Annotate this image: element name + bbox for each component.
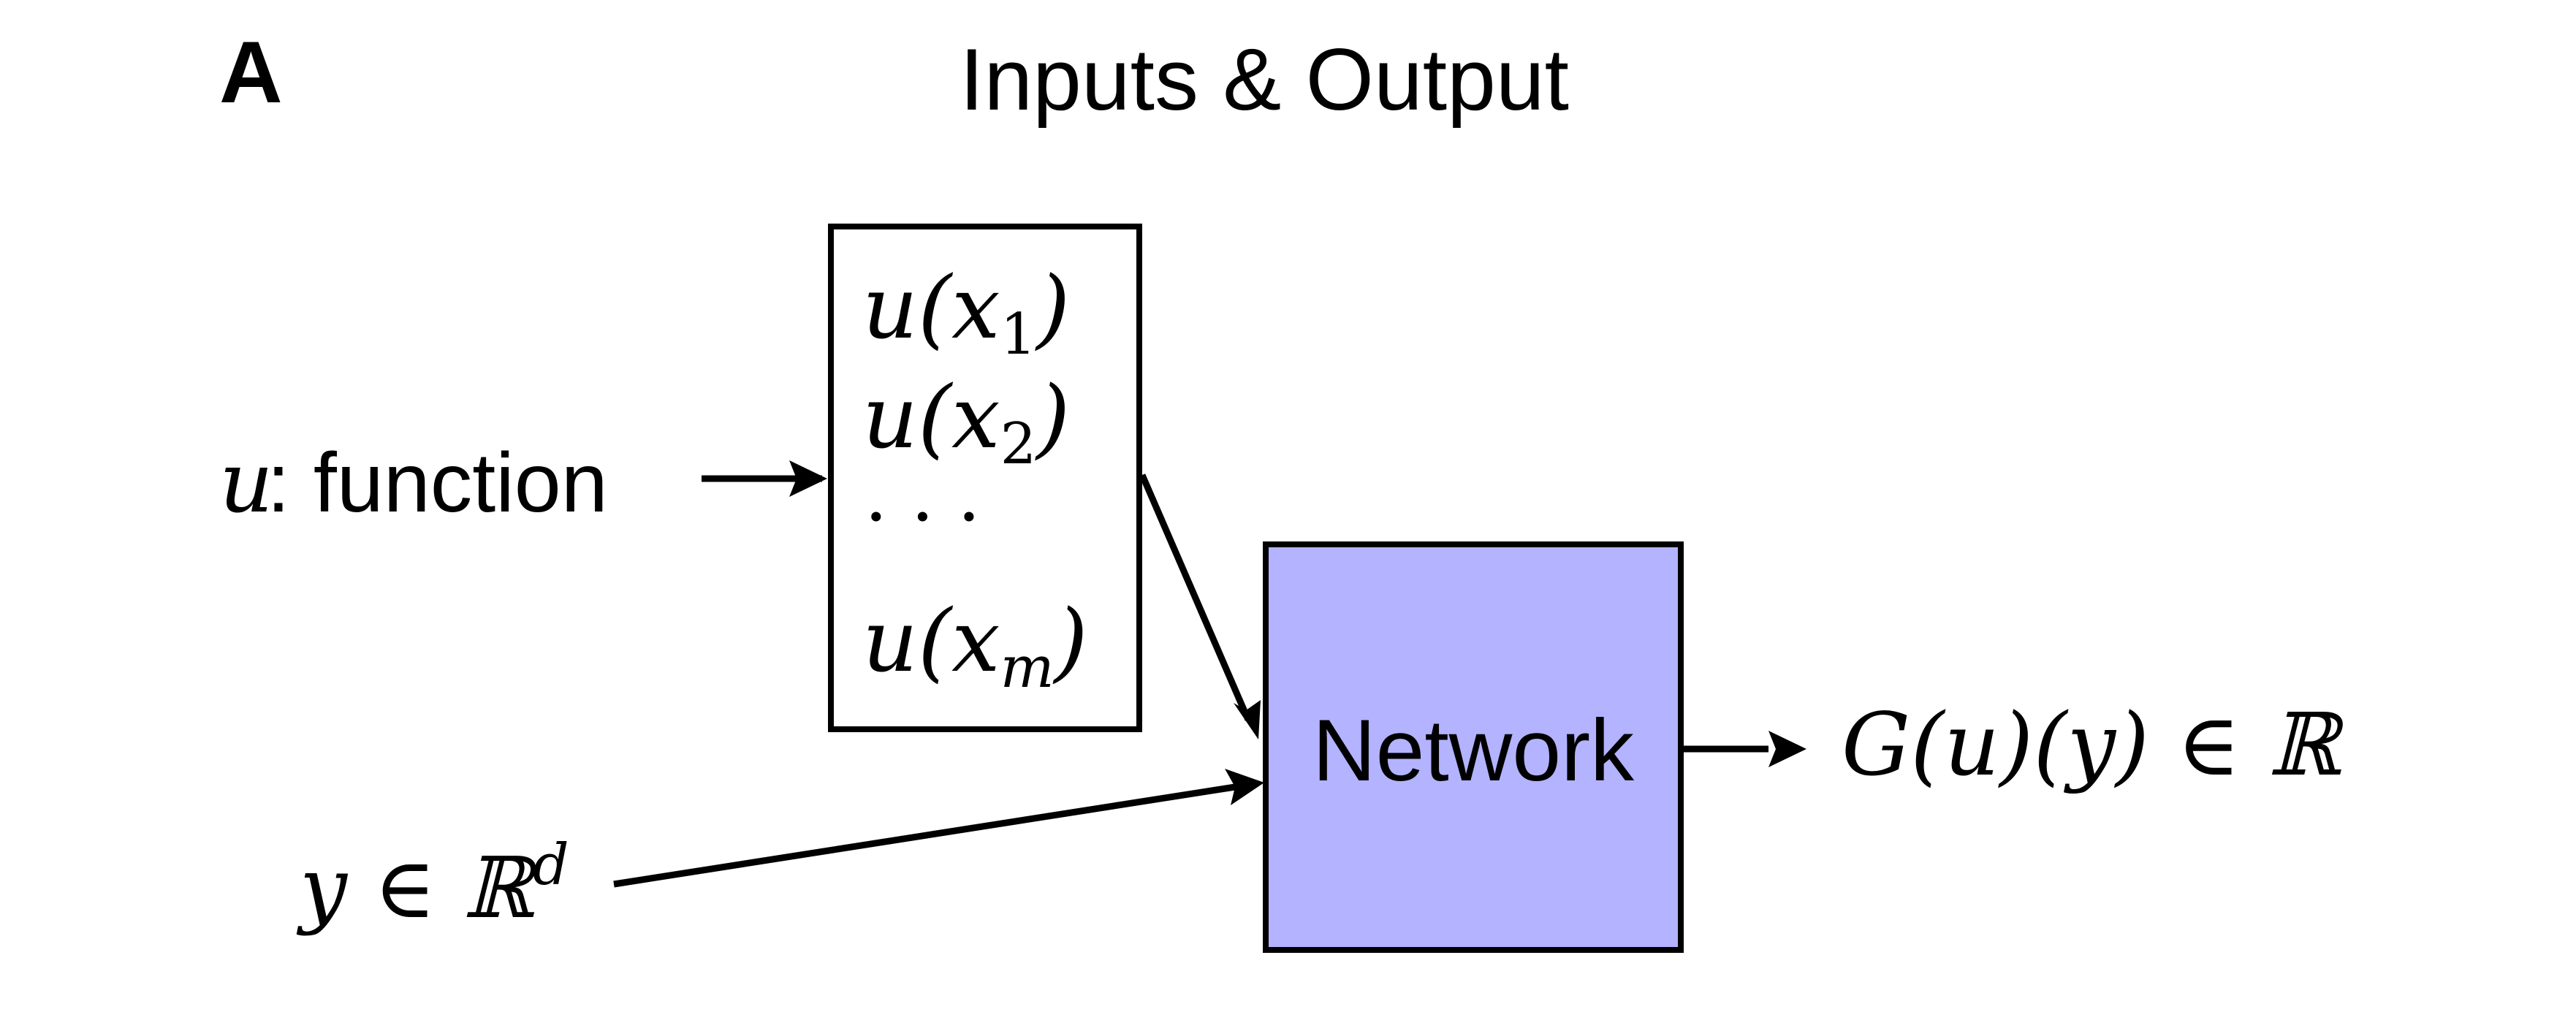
sample-m-sub: m [1000, 635, 1055, 701]
sensor-ellipsis: · · · [865, 474, 981, 560]
sample-2-sub: 2 [1000, 411, 1037, 477]
sensor-sample-m: u(xm) [862, 590, 1088, 701]
sample-1-close: ) [1034, 257, 1070, 358]
arrowhead-sensors [1234, 700, 1261, 739]
sample-1-base: u(x [862, 257, 1000, 358]
sample-m-base: u(x [862, 590, 1000, 691]
sample-2-base: u(x [862, 367, 1000, 468]
svg-text:u(x2): u(x2) [862, 367, 1070, 477]
svg-text:y ∈ ℝd: y ∈ ℝd [296, 832, 569, 938]
function-symbol: u [219, 434, 273, 532]
network-box [1263, 541, 1684, 953]
location-input-label: y ∈ ℝd [296, 832, 569, 938]
arrow-sensors-to-network [1139, 474, 1252, 721]
function-input-label: u : function [219, 434, 608, 532]
arrowhead-location [1225, 769, 1264, 805]
location-text: y ∈ ℝ [296, 840, 537, 938]
sensor-box [828, 224, 1142, 732]
arrow-location-to-network [613, 783, 1236, 888]
sensor-sample-1: u(x1) [862, 257, 1070, 368]
sample-1-sub: 1 [1000, 302, 1037, 368]
sample-2-close: ) [1034, 367, 1070, 468]
sample-m-close: ) [1052, 590, 1088, 691]
svg-text:u(xm): u(xm) [862, 590, 1088, 701]
sensor-sample-2: u(x2) [862, 367, 1070, 477]
diagram-title: Inputs & Output [960, 31, 1569, 129]
arrowhead-function [789, 460, 827, 497]
function-label: : function [267, 436, 608, 530]
arrowhead-output [1768, 731, 1806, 767]
network-label: Network [1312, 701, 1635, 799]
output-label: G(u)(y) ∈ ℝ [1842, 694, 2344, 795]
svg-text:u(x1): u(x1) [862, 257, 1070, 368]
location-sup: d [533, 832, 569, 898]
panel-label: A [219, 23, 283, 121]
